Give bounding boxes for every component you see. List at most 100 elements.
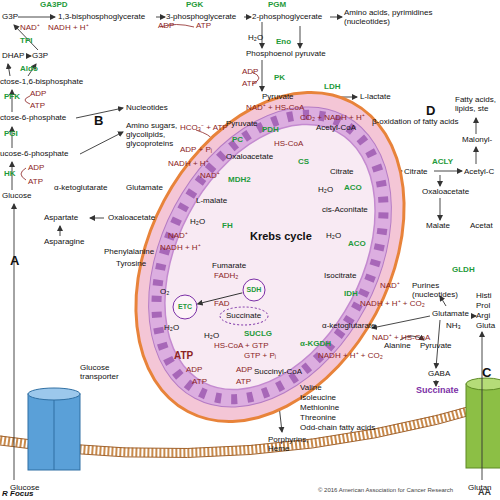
cofactor-name: ADP: [158, 22, 174, 31]
metabolite-name: Glutamate: [126, 184, 163, 193]
metabolite-name: Isocitrate: [324, 272, 356, 281]
section-letter: C: [482, 366, 491, 380]
enzyme-name: Aldo: [20, 65, 38, 74]
enzyme-name: ACO: [348, 240, 366, 249]
cofactor-name: HCO₃⁻ + ATP: [180, 124, 228, 133]
metabolite-name: H₂O: [204, 332, 219, 341]
metabolite-name: Porphyrins, Heme: [268, 436, 314, 454]
enzyme-name: PGK: [186, 1, 203, 10]
enzyme-name: LDH: [324, 83, 340, 92]
cofactor-name: ATP: [30, 102, 45, 111]
cofactor-name: ADP: [242, 68, 258, 77]
metabolite-name: ucose-6-phosphate: [0, 150, 69, 159]
cofactor-name: ATP: [28, 178, 43, 187]
enzyme-name: ACLY: [432, 158, 453, 167]
transporter-symbol: Glucose transporter: [28, 388, 80, 470]
metabolite-name: ctose-6-phosphate: [0, 114, 66, 123]
metabolite-name: Malate: [426, 222, 450, 231]
enzyme-name: PK: [274, 74, 285, 83]
enzyme-circle: SDH: [242, 278, 266, 302]
metabolite-name: Isoleucine: [300, 394, 336, 403]
cofactor-name: ATP: [196, 22, 211, 31]
enzyme-name: SDH: [242, 278, 266, 302]
metabolite-name: Gluta: [476, 322, 495, 331]
metabolite-name: Oxaloacetate: [422, 188, 469, 197]
metabolite-name: α-ketoglutarate: [322, 322, 376, 331]
enzyme-name: PDH: [262, 126, 279, 135]
metabolite-name: Pyruvate: [262, 93, 294, 102]
metabolite-name: Acetyl-CoA: [316, 124, 356, 133]
cofactor-name: ATP: [192, 378, 207, 387]
cofactor-name: NAD⁺: [20, 24, 40, 33]
section-letter: B: [94, 114, 103, 128]
cofactor-name: HS-CoA: [274, 140, 303, 149]
metabolite-name: 1,3-bisphosphoglycerate: [58, 13, 145, 22]
cofactor-name: HS-CoA + GTP: [214, 342, 268, 351]
enzyme-name: CS: [298, 158, 309, 167]
enzyme-name: PGM: [268, 1, 286, 10]
enzyme-name: FH: [222, 222, 233, 231]
metabolite-name: Phenylalanine: [104, 248, 154, 257]
cofactor-name: NAD⁺: [380, 282, 400, 291]
cofactor-name: ADP: [30, 90, 46, 99]
enzyme-name: GLDH: [452, 266, 475, 275]
cofactor-name: ATP: [174, 350, 193, 361]
cofactor-name: ATP: [242, 80, 257, 89]
journal-name: R Focus: [2, 490, 34, 499]
cofactor-name: NADH + H⁺ + CO₂: [360, 300, 425, 309]
metabolite-name: H₂O: [326, 232, 341, 241]
cofactor-name: NADH + H⁺: [48, 24, 89, 33]
enzyme-name: MDH2: [228, 176, 251, 185]
cofactor-name: NADH + H⁺ + CO₂: [318, 352, 383, 361]
metabolite-name: Alanine: [384, 342, 411, 351]
metabolite-name: L-malate: [196, 197, 227, 206]
cofactor-name: NADH + H⁺: [168, 160, 209, 169]
cofactor-name: ADP: [28, 164, 44, 173]
cofactor-name: FAD: [214, 300, 230, 309]
metabolite-name: Histi: [476, 292, 492, 301]
enzyme-name: ETC: [172, 294, 198, 320]
enzyme-name: Eno: [276, 38, 291, 47]
connector-arrow: [198, 293, 243, 304]
metabolite-name: Methionine: [300, 404, 339, 413]
node-outline: [28, 388, 80, 470]
enzyme-name: ACO: [344, 184, 362, 193]
enzyme-name: GA3PD: [40, 1, 68, 10]
metabolite-name: Pyruvate: [420, 342, 452, 351]
metabolite-name: H₂O: [164, 324, 179, 333]
cofactor-name: ADP: [236, 366, 252, 375]
metabolite-name: β-oxidation of fatty acids: [372, 118, 458, 127]
metabolite-name: Argi: [476, 312, 490, 321]
enzyme-name: PFK: [4, 93, 20, 102]
metabolite-name: NH₃: [446, 322, 461, 331]
cofactor-name: GTP + Pᵢ: [244, 352, 276, 361]
metabolite-name: Succinyl-CoA: [254, 368, 302, 377]
metabolite-name: Nucleotides: [126, 104, 168, 113]
metabolite-name: Citrate: [330, 168, 354, 177]
metabolite-name: H₂O: [248, 34, 263, 43]
metabolite-name: H₂O: [318, 186, 333, 195]
enzyme-name: SUCLG: [244, 330, 272, 339]
metabolite-name: Citrate: [404, 168, 428, 177]
metabolite-name: Fumarate: [212, 262, 246, 271]
metabolite-name: Tyrosine: [116, 260, 146, 269]
metabolite-name: L-lactate: [360, 93, 391, 102]
metabolite-name: Threonine: [300, 414, 336, 423]
metabolite-name: Oxaloacetate: [226, 153, 273, 162]
metabolite-name: Amino acids, pyrimidines (nucleotides): [344, 9, 448, 27]
metabolite-name: O₂: [160, 288, 169, 297]
enzyme-name: PGI: [4, 130, 18, 139]
metabolite-name: α-ketoglutarate: [54, 184, 108, 193]
metabolite-name: Succinate: [416, 386, 459, 396]
cofactor-name: NAD⁺: [200, 172, 220, 181]
section-letter: D: [426, 104, 435, 118]
metabolite-name: Prol: [476, 302, 490, 311]
cofactor-name: ADP + Pᵢ: [180, 146, 212, 155]
glutamine-transporter: [466, 378, 500, 468]
metabolite-name: Acetyl-C: [464, 168, 494, 177]
metabolite-name: Glucose: [2, 192, 31, 201]
cofactor-name: CO₂ + NADH + H⁺: [300, 114, 365, 123]
metabolite-name: 3-phosphoglycerate: [166, 13, 236, 22]
metabolite-name: Phosphoenol pyruvate: [246, 50, 326, 59]
